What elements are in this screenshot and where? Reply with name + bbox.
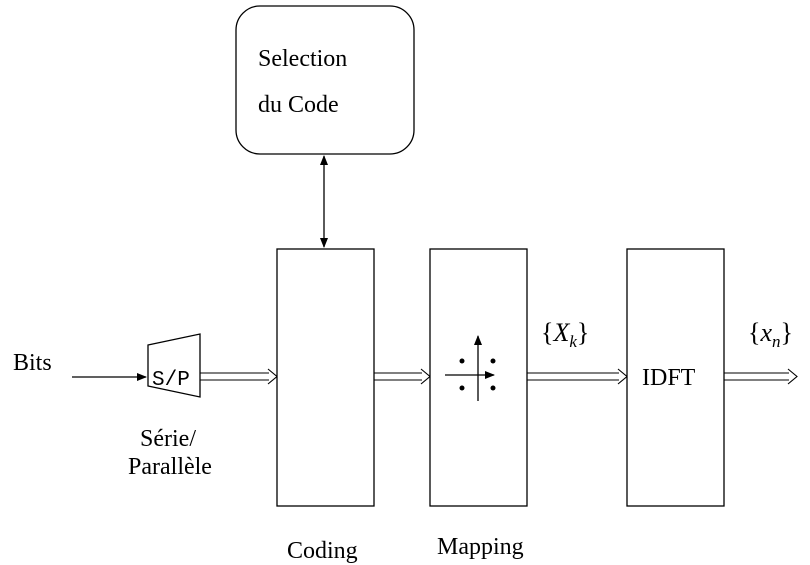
idft-output-arrow [724, 368, 798, 385]
selection-line1: Selection [258, 46, 347, 72]
coding-caption: Coding [287, 538, 358, 564]
constellation-icon [445, 335, 496, 401]
output-xn-label: {xn} [748, 318, 793, 351]
sp-to-coding-arrow [200, 368, 278, 385]
sp-symbol: S/P [152, 369, 190, 392]
selection-code-block: Selection du Code [235, 5, 415, 155]
idft-label: IDFT [642, 365, 696, 391]
coding-block [276, 248, 375, 507]
selection-line2: du Code [258, 92, 339, 118]
coding-to-mapping-arrow [374, 368, 431, 385]
symbols-xk-label: {Xk} [541, 318, 589, 351]
idft-block: IDFT [626, 248, 725, 507]
sp-converter-block: S/P [147, 333, 201, 398]
sp-caption-line1: Série/ [140, 426, 196, 452]
mapping-to-idft-arrow [527, 368, 628, 385]
mapping-caption: Mapping [437, 534, 524, 560]
bits-label: Bits [13, 350, 52, 376]
sp-caption-line2: Parallèle [128, 454, 212, 480]
